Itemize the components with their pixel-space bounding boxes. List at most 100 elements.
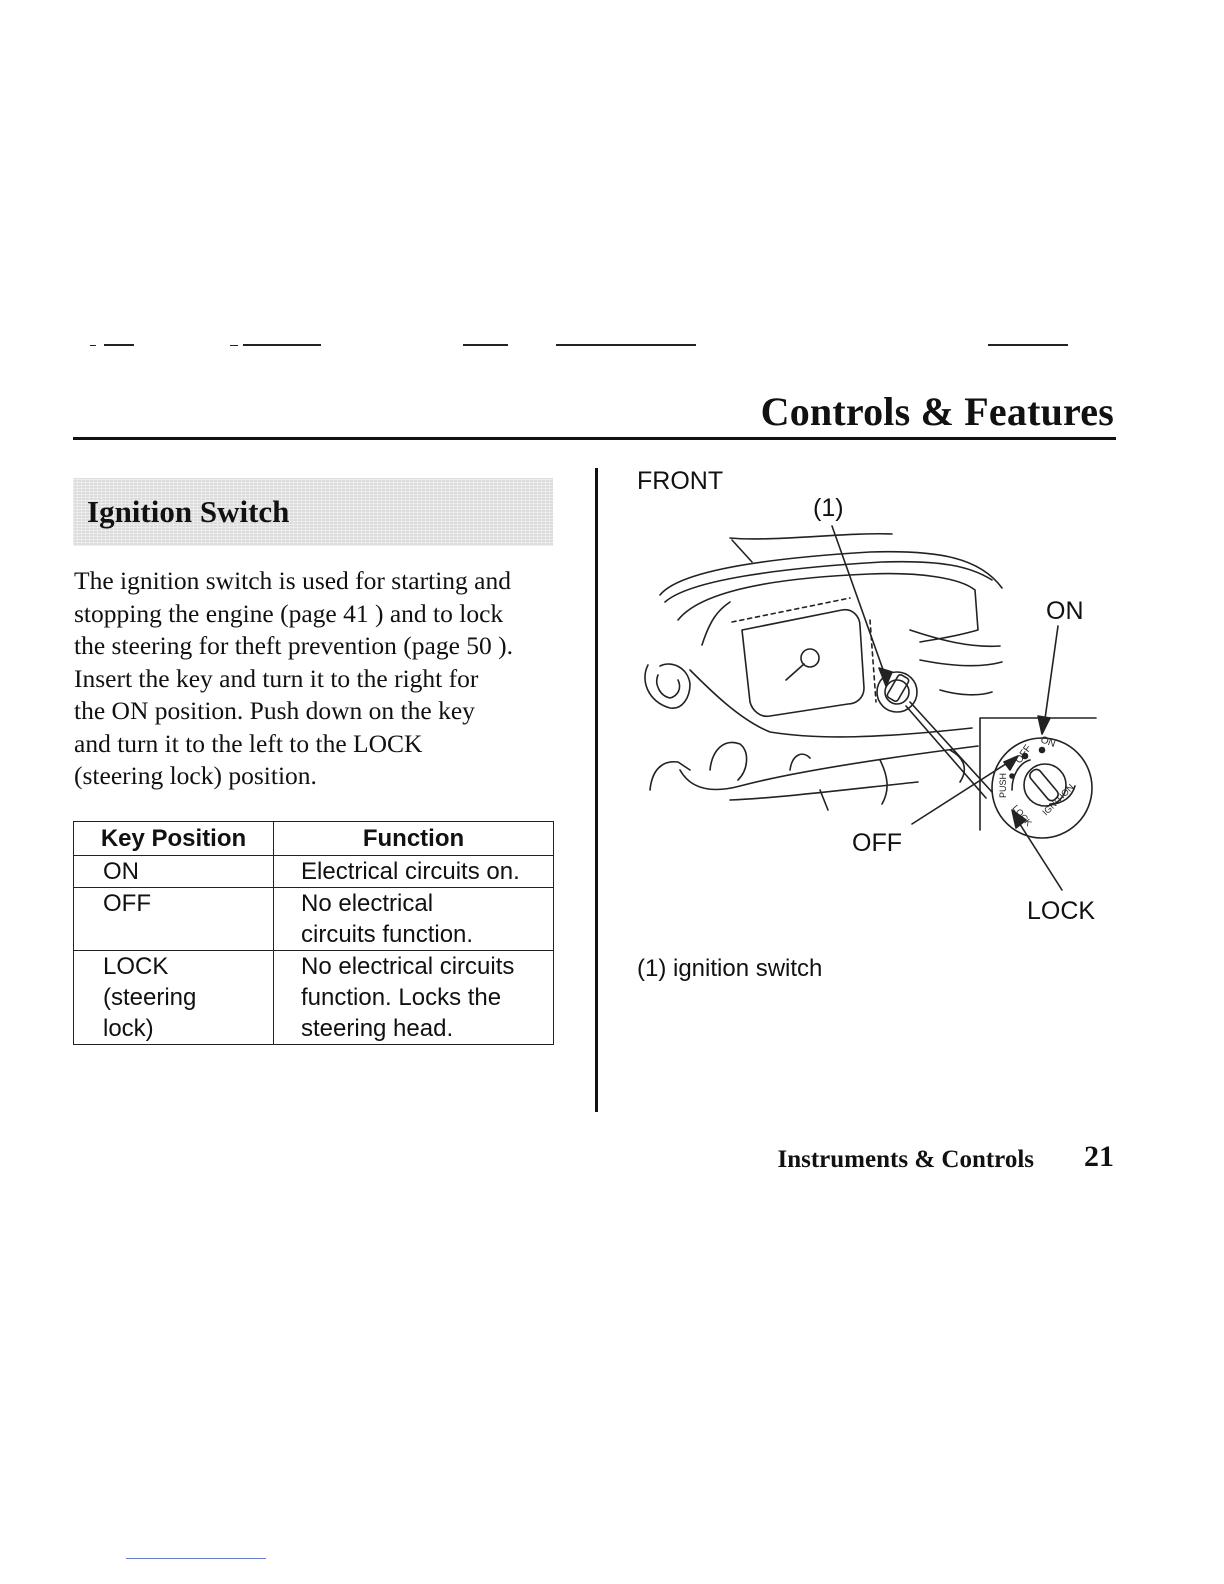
frame-outline [939, 689, 993, 696]
cell-line: ON [103, 858, 139, 885]
handlebar-outline [659, 550, 1003, 596]
body-line: (steering lock) position. [74, 761, 317, 790]
frame-outline [949, 749, 966, 783]
table-cell-function: No electrical circuits function. [273, 887, 554, 951]
scan-artifact-dash [463, 344, 508, 346]
table-cell-function: Electrical circuits on. [273, 855, 554, 888]
ignition-switch [884, 679, 910, 705]
cell-line: steering head. [301, 1015, 454, 1042]
table-header-row: Key Position Function [73, 821, 554, 856]
scan-artifact-dash [988, 344, 1068, 346]
callout-1-leader [831, 525, 887, 679]
frame-outline [679, 745, 979, 791]
ignition-switch-illustration: OFF ON PUSH LOCK IGNITION [644, 525, 1097, 891]
figure-caption: (1) ignition switch [637, 955, 823, 982]
handlebar-outline [731, 539, 753, 563]
section-title: Ignition Switch [87, 494, 290, 529]
frame-outline [789, 753, 811, 771]
table-row: LOCK (steering lock) No electrical circu… [73, 950, 554, 1045]
body-paragraph: The ignition switch is used for starting… [74, 565, 559, 793]
inset-frame [979, 717, 1097, 831]
cell-line: LOCK [103, 953, 169, 980]
off-label: OFF [852, 829, 902, 857]
table-header-function: Function [273, 821, 554, 856]
meter-panel [731, 597, 877, 703]
cell-line: circuits function. [301, 921, 474, 948]
off-arrowhead [1003, 755, 1019, 771]
key-position-table: Key Position Function ON Electrical circ… [73, 821, 554, 1045]
table-header-key-position: Key Position [73, 821, 274, 856]
key-dial-arc [1049, 785, 1076, 805]
frame-outline [819, 789, 829, 811]
chapter-title: Controls & Features [760, 389, 1114, 434]
inset-leader [909, 701, 993, 793]
meter-panel [741, 608, 865, 718]
scan-artifact-dash [556, 344, 696, 346]
table-row: OFF No electrical circuits function. [73, 887, 554, 951]
table-cell-function: No electrical circuits function. Locks t… [273, 950, 554, 1045]
frame-outline [909, 629, 1001, 648]
front-label: FRONT [637, 467, 724, 495]
cowl-outline [677, 572, 979, 643]
frame-outline [879, 759, 888, 805]
scan-artifact-line [126, 1558, 266, 1559]
inset-leader [905, 705, 987, 799]
body-line: and turn it to the left to the LOCK [74, 728, 423, 758]
on-label: ON [1046, 597, 1084, 625]
scan-artifact-dash [243, 344, 321, 346]
frame-outline [649, 761, 691, 791]
lock-label: LOCK [1027, 897, 1096, 925]
frame-outline [729, 781, 919, 801]
table-cell-position: LOCK (steering lock) [73, 950, 274, 1045]
lock-leader [1015, 817, 1063, 891]
body-line: Insert the key and turn it to the right … [74, 663, 479, 693]
scan-artifact-dash [90, 345, 96, 346]
cell-line: OFF [103, 890, 151, 917]
cell-line: Electrical circuits on. [301, 858, 520, 885]
key-dial-dot [1038, 746, 1046, 754]
table-row: ON Electrical circuits on. [73, 855, 554, 888]
meter-needle [785, 663, 805, 681]
header-rule [73, 437, 1116, 440]
page-number: 21 [1084, 1140, 1114, 1173]
handlebar-outline [664, 560, 993, 603]
dial-label-push: PUSH [998, 773, 1008, 798]
key-dial [991, 737, 1093, 839]
on-arrowhead [1037, 715, 1051, 735]
handlebar-outline [729, 532, 893, 540]
body-line: The ignition switch is used for starting… [74, 566, 511, 595]
section-banner [73, 478, 553, 546]
callout-1-arrowhead [878, 667, 893, 687]
callout-1-label: (1) [813, 494, 844, 522]
body-line: stopping the engine (page 41 ) and to lo… [74, 598, 504, 628]
key-dial-arc [1011, 759, 1031, 791]
cell-line: function. Locks the [301, 984, 502, 1011]
dial-label-ignition: IGNITION [1040, 782, 1075, 817]
cowl-outline [701, 601, 731, 646]
cowl-outline [644, 663, 691, 709]
table-cell-position: ON [73, 855, 274, 888]
key-dial-barrel [1023, 763, 1067, 807]
cell-line: lock) [103, 1015, 154, 1042]
key-dial-dot [1021, 752, 1029, 760]
off-leader [911, 759, 1013, 825]
cell-line: No electrical [301, 890, 434, 917]
key-slot [886, 674, 910, 702]
dial-label-off: OFF [1013, 743, 1033, 766]
column-divider [595, 468, 598, 1112]
meter-pivot [800, 648, 820, 668]
footer-section-title: Instruments & Controls [777, 1146, 1035, 1173]
table-cell-position: OFF [73, 887, 274, 951]
key-dial-slot [1029, 768, 1059, 802]
cowl-outline [655, 674, 681, 699]
lock-arrowhead [1011, 809, 1027, 829]
dial-label-on: ON [1039, 734, 1057, 749]
cell-line: No electrical circuits [301, 953, 515, 980]
frame-outline [709, 741, 748, 781]
body-line: the ON position. Push down on the key [74, 696, 475, 725]
frame-outline [919, 659, 1003, 667]
ignition-switch [876, 671, 918, 713]
scan-artifact-dash [104, 344, 134, 346]
scan-artifact-dash [230, 345, 238, 346]
on-leader [1043, 625, 1059, 727]
